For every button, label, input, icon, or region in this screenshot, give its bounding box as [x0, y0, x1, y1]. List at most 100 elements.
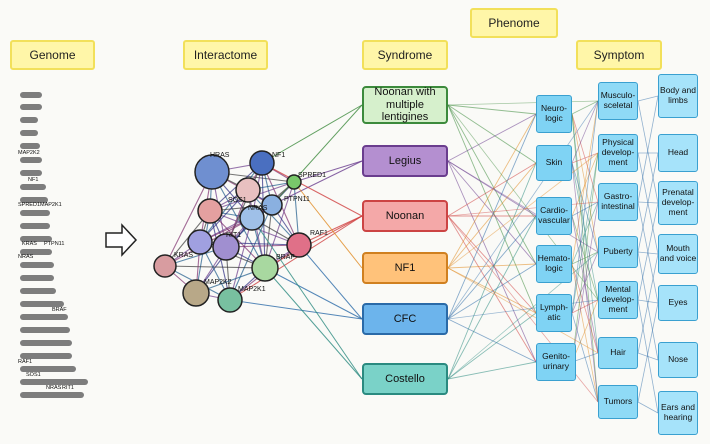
edge	[447, 267, 599, 354]
chromosome	[20, 210, 50, 216]
edge	[261, 162, 363, 217]
organ-item: Ears and hearing	[658, 391, 698, 435]
syndrome-label: Noonan with multiple lentigines	[374, 86, 436, 124]
edge	[447, 152, 599, 269]
edge	[447, 160, 537, 265]
syndrome-label: Legius	[388, 154, 422, 167]
syndrome-costello: Costello	[362, 363, 448, 395]
protein-label: MAP2K1	[238, 286, 266, 293]
protein-node	[251, 254, 279, 282]
edge	[571, 100, 599, 164]
edge	[447, 162, 537, 217]
syndrome-header: Syndrome	[362, 40, 448, 70]
genome-gene-label: NRAS	[18, 254, 34, 260]
chromosome	[20, 197, 48, 203]
genome-header: Genome	[10, 40, 95, 70]
edge	[447, 113, 537, 162]
phenome-category: Cardio-vascular	[536, 197, 572, 235]
syndrome-label: CFC	[393, 312, 417, 325]
chromosome	[20, 236, 52, 242]
edge	[447, 215, 537, 363]
phenome-category: Skin	[536, 145, 572, 181]
protein-label: SPRED1	[298, 172, 327, 179]
phenome-category: Neuro-logic	[536, 95, 572, 133]
edge	[447, 100, 599, 106]
edge	[637, 251, 659, 361]
edge	[637, 100, 659, 204]
chromosome	[20, 353, 72, 359]
organ-item: Eyes	[658, 285, 698, 321]
edge	[271, 160, 363, 206]
edge	[225, 162, 263, 248]
edge	[571, 152, 599, 164]
symptom-item: Musculo-sceletal	[598, 82, 638, 120]
chromosome	[20, 379, 88, 385]
edge	[264, 267, 363, 320]
edge	[271, 104, 363, 206]
chromosome	[20, 170, 42, 176]
chromosome	[20, 143, 40, 149]
edge	[447, 104, 537, 265]
edge	[571, 100, 599, 314]
edge	[637, 352, 659, 361]
chromosome	[20, 392, 84, 398]
protein-label: PTPN11	[284, 196, 310, 203]
edge	[229, 299, 363, 320]
edge	[637, 202, 659, 301]
syndrome-noonan-ml: Noonan with multiple lentigines	[362, 86, 448, 124]
protein-label: MAP2K2	[204, 279, 232, 286]
protein-node	[194, 154, 230, 190]
edge	[571, 299, 599, 314]
genome-gene-label: SOS1	[26, 372, 41, 378]
protein-node	[153, 254, 177, 278]
edge	[211, 171, 266, 269]
edge	[199, 162, 263, 243]
edge	[637, 152, 659, 253]
genome-gene-label: MAP2K1	[40, 202, 62, 208]
chromosome	[20, 117, 38, 123]
edge	[571, 100, 599, 265]
genome-gene-label: PTPN11	[44, 241, 65, 247]
edge	[571, 100, 599, 115]
edge	[447, 312, 537, 380]
chromosome	[20, 301, 64, 307]
genome-gene-label: KRAS	[22, 241, 37, 247]
chromosome	[20, 275, 54, 281]
syndrome-noonan: Noonan	[362, 200, 448, 232]
chromosome	[20, 157, 42, 163]
phenome-category: Hemato-logic	[536, 245, 572, 283]
organ-item: Prenatal develop-ment	[658, 181, 698, 225]
symptom-item: Hair	[598, 337, 638, 369]
syndrome-label: Noonan	[385, 209, 425, 222]
phenome-category: Genito-urinary	[536, 343, 576, 381]
edge	[264, 267, 363, 380]
edge	[571, 152, 599, 363]
organ-item: Body and limbs	[658, 74, 698, 118]
edge	[447, 318, 537, 363]
chromosome	[20, 340, 72, 346]
edge	[637, 302, 659, 403]
edge	[447, 160, 537, 363]
protein-node	[239, 205, 265, 231]
chromosome	[20, 104, 42, 110]
edge	[571, 352, 599, 363]
protein-label: RIT1	[226, 232, 242, 239]
edge	[229, 215, 363, 301]
organ-item: Head	[658, 134, 698, 172]
protein-label: RAF1	[310, 230, 328, 237]
protein-node	[261, 194, 283, 216]
edge	[447, 299, 599, 320]
edge	[447, 160, 599, 253]
protein-node	[187, 229, 213, 255]
chromosome	[20, 223, 50, 229]
symptom-item: Physical develop-ment	[598, 134, 638, 172]
protein-node	[182, 279, 210, 307]
chromosome	[20, 262, 54, 268]
edge	[164, 265, 266, 269]
edge	[293, 181, 363, 269]
edge	[447, 361, 537, 380]
edge	[447, 251, 599, 380]
edge	[447, 113, 537, 269]
